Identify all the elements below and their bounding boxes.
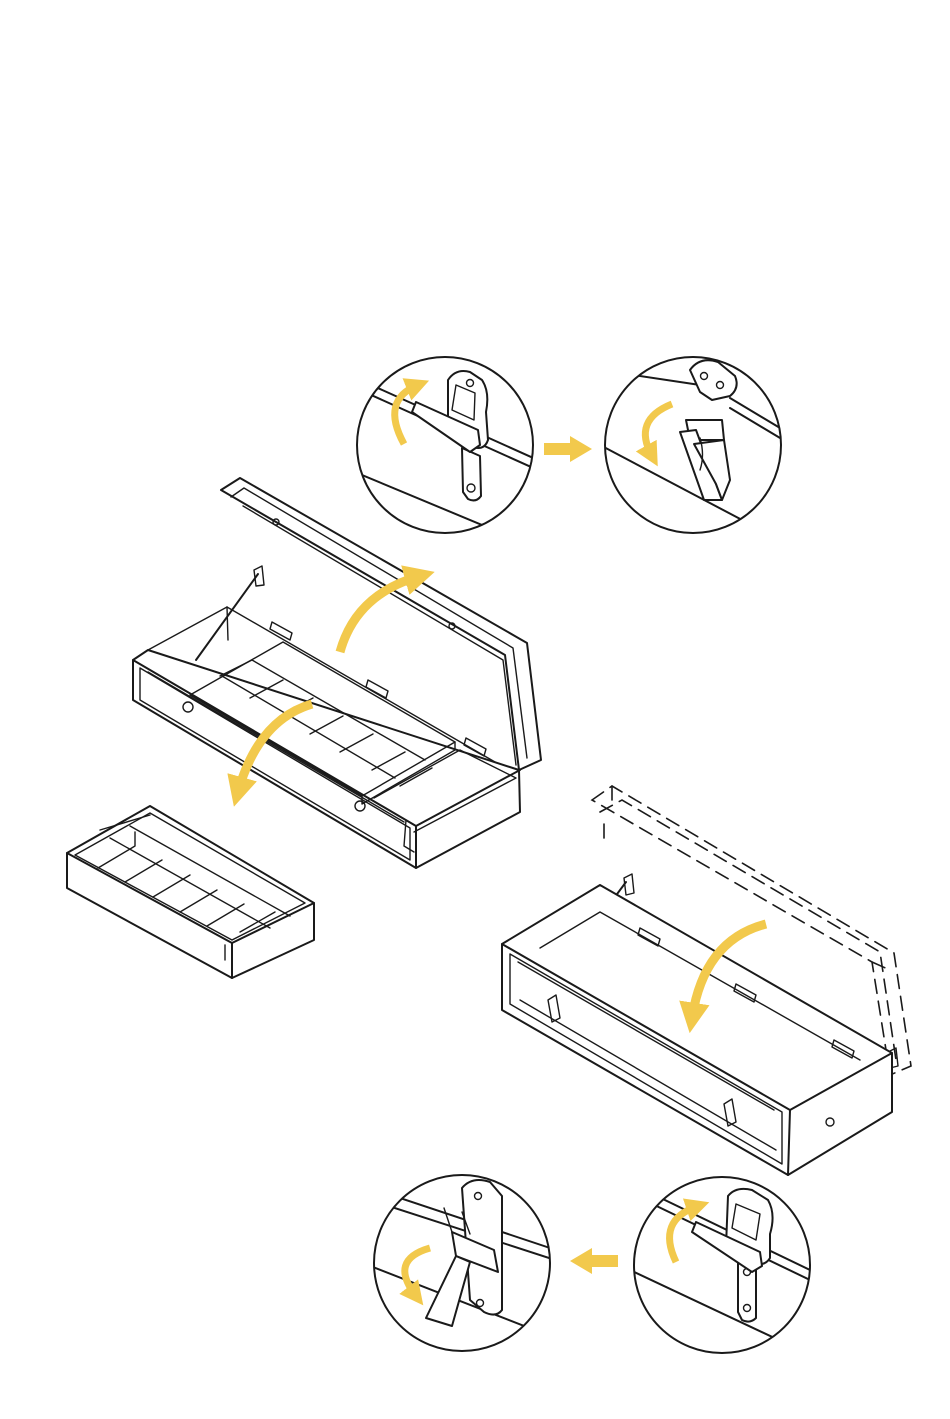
open-toolbox — [133, 478, 541, 868]
arrow-right-icon — [544, 436, 592, 462]
arrow-left-icon — [570, 1248, 618, 1274]
detail-latch-locking — [630, 1177, 810, 1353]
removed-tray — [67, 806, 314, 978]
detail-latch-hooked — [360, 1175, 580, 1351]
detail-latch-released — [600, 357, 800, 540]
detail-latch-open — [350, 357, 560, 545]
